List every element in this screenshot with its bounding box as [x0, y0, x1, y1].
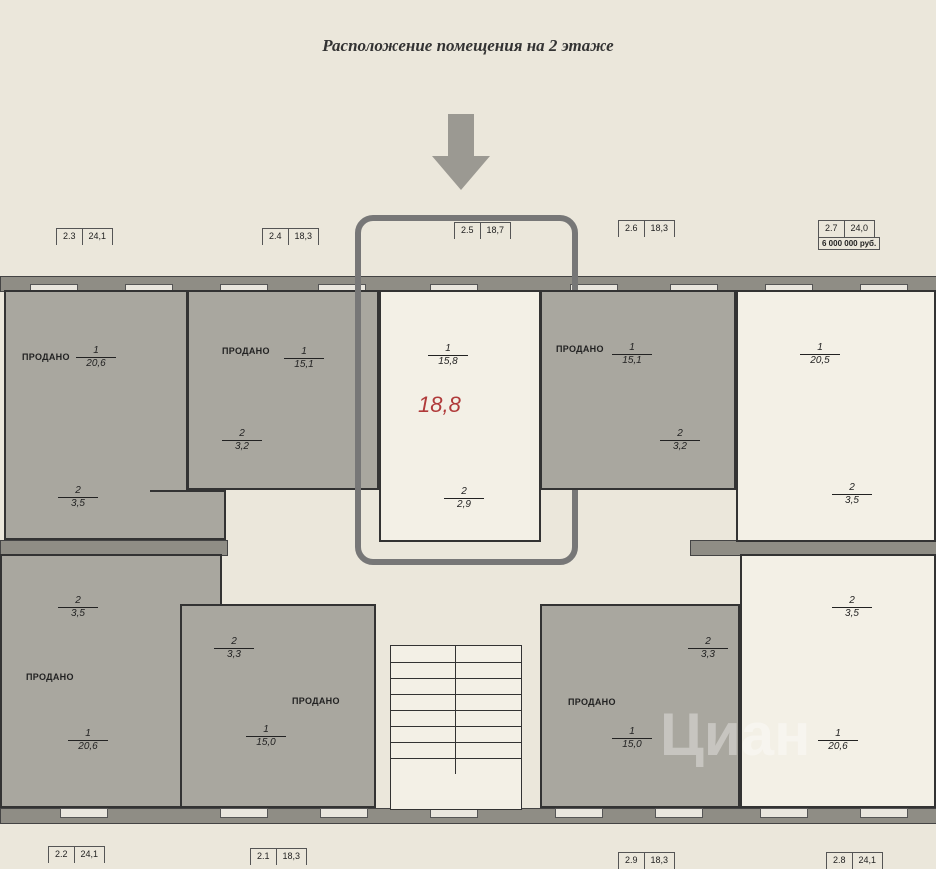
plan-title: Расположение помещения на 2 этаже	[322, 36, 614, 55]
sold-label: ПРОДАНО	[568, 697, 616, 707]
unit-2-9[interactable]	[540, 604, 740, 808]
unit-2-4[interactable]	[187, 290, 379, 490]
sold-label: ПРОДАНО	[292, 696, 340, 706]
window	[220, 808, 268, 818]
window	[60, 808, 108, 818]
handwritten-area: 18,8	[418, 392, 461, 417]
sold-label: ПРОДАНО	[556, 344, 604, 354]
sold-label: ПРОДАНО	[222, 346, 270, 356]
unit-2-6[interactable]	[540, 290, 736, 490]
unit-2-5[interactable]	[379, 290, 541, 542]
price-label: 6 000 000 руб.	[818, 237, 881, 250]
sold-label: ПРОДАНО	[22, 352, 70, 362]
unit-2-7[interactable]	[736, 290, 936, 542]
sold-label: ПРОДАНО	[26, 672, 74, 682]
arrow-down-icon	[432, 114, 490, 190]
window	[655, 808, 703, 818]
unit-2-3-annex	[150, 490, 226, 540]
window	[760, 808, 808, 818]
unit-2-1[interactable]	[180, 604, 376, 808]
watermark: Циан	[660, 701, 811, 768]
window	[320, 808, 368, 818]
unit-2-8[interactable]	[740, 554, 936, 808]
staircase	[390, 645, 522, 810]
window	[555, 808, 603, 818]
window	[860, 808, 908, 818]
